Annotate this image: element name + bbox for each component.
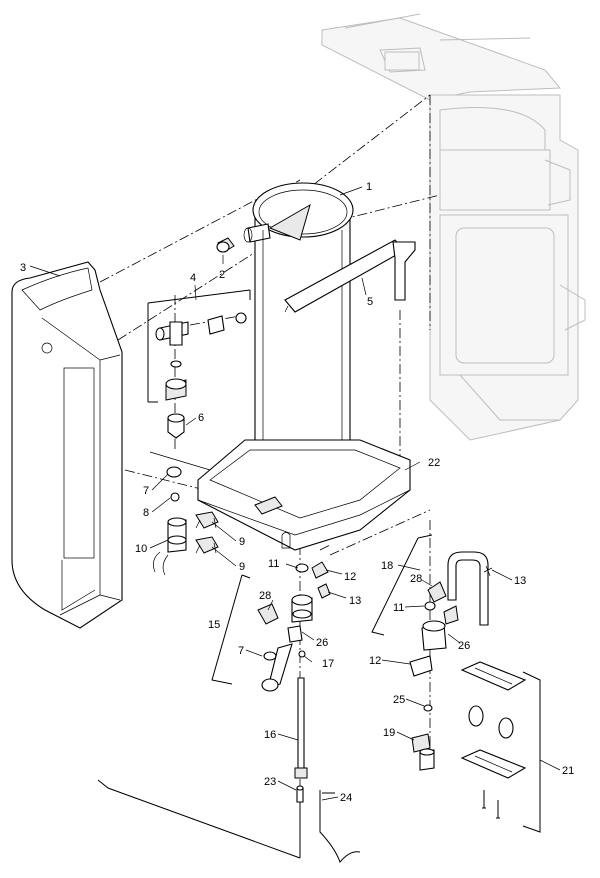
callout-10: 10 xyxy=(135,543,147,555)
elbow-fitting xyxy=(167,413,185,439)
callout-11b: 11 xyxy=(393,602,404,614)
callout-3: 3 xyxy=(20,262,26,274)
callout-4: 4 xyxy=(190,272,196,284)
callout-16: 16 xyxy=(264,729,276,741)
callout-12b: 12 xyxy=(369,655,381,667)
o-rings xyxy=(166,466,436,712)
hose-connector xyxy=(153,517,187,576)
pump-assembly-right xyxy=(409,551,493,677)
level-rod xyxy=(294,677,308,779)
callout-12a: 12 xyxy=(344,571,356,583)
callout-21: 21 xyxy=(562,765,574,777)
pump-assembly-left xyxy=(257,561,331,692)
callout-6: 6 xyxy=(198,412,204,424)
callout-9b: 9 xyxy=(239,561,245,573)
tank-cap xyxy=(216,237,235,253)
callout-17: 17 xyxy=(322,658,334,670)
mounting-bracket-set xyxy=(460,661,527,819)
leader-lines xyxy=(29,186,561,801)
appliance-housing-ghost xyxy=(321,13,586,441)
rod-plug xyxy=(296,785,304,803)
callout-25: 25 xyxy=(393,694,405,706)
solenoid-valve xyxy=(411,733,435,771)
callout-9a: 9 xyxy=(239,536,245,548)
callout-24: 24 xyxy=(340,792,352,804)
callout-7b: 7 xyxy=(238,645,244,657)
callout-26b: 26 xyxy=(458,640,470,652)
callout-15: 15 xyxy=(208,619,220,631)
group-brackets xyxy=(147,289,541,833)
drain-tube xyxy=(284,239,416,313)
callout-1: 1 xyxy=(366,181,372,193)
valve-assembly xyxy=(155,312,247,401)
callout-2: 2 xyxy=(219,269,225,281)
callout-11a: 11 xyxy=(268,558,279,570)
callout-5: 5 xyxy=(367,296,373,308)
callout-23: 23 xyxy=(264,776,276,788)
callout-13a: 13 xyxy=(349,595,361,607)
base-tray xyxy=(149,439,411,551)
callout-28b: 28 xyxy=(410,573,422,585)
callout-18: 18 xyxy=(381,560,393,572)
hose-clips xyxy=(195,511,219,554)
callout-7a: 7 xyxy=(143,485,149,497)
callout-19: 19 xyxy=(383,727,395,739)
callout-22: 22 xyxy=(428,457,440,469)
callout-28a: 28 xyxy=(259,590,271,602)
callout-13b: 13 xyxy=(514,575,526,587)
callout-26a: 26 xyxy=(316,637,328,649)
callout-8: 8 xyxy=(143,507,149,519)
power-cable xyxy=(97,779,361,863)
side-panel xyxy=(11,261,123,629)
callout-labels: 1 2 3 4 5 6 7 8 9 9 10 11 12 13 15 28 26… xyxy=(20,181,574,804)
